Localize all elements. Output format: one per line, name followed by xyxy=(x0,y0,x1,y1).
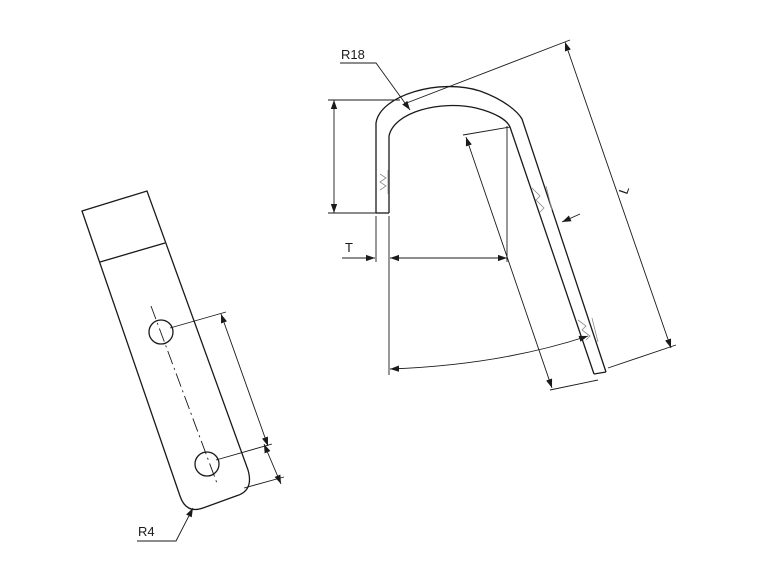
extension-line xyxy=(549,379,599,391)
strap-flat-view: R4 xyxy=(81,190,285,542)
extension-line xyxy=(462,126,511,136)
hole-upper xyxy=(148,319,174,345)
strap-division-line xyxy=(99,242,166,263)
hole-centerline xyxy=(150,305,219,487)
hook-inner-contour xyxy=(388,104,595,375)
t-label: T xyxy=(345,240,353,255)
hole-lower xyxy=(194,451,220,477)
hook-side-view: T L R18 xyxy=(328,39,677,391)
r4-leader xyxy=(137,507,194,542)
extension-line xyxy=(215,443,273,461)
inner-leg-dimension xyxy=(465,136,553,389)
extension-line xyxy=(607,344,677,369)
r4-label: R4 xyxy=(138,524,155,539)
hole-spacing-dimension xyxy=(220,313,269,447)
t-arrow-inclined xyxy=(561,213,581,223)
end-dimension xyxy=(263,443,282,485)
r18-label: R18 xyxy=(341,47,365,62)
weld-marks xyxy=(379,170,599,343)
l-label: L xyxy=(616,184,633,196)
hook-end-long xyxy=(593,371,607,375)
hook-outer-contour xyxy=(375,85,607,373)
extension-line xyxy=(169,311,227,329)
r18-leader xyxy=(340,62,411,111)
l-dimension xyxy=(564,41,672,349)
extension-line xyxy=(403,39,571,105)
strap-outline xyxy=(81,190,251,511)
angle-arc-dimension xyxy=(389,335,589,372)
